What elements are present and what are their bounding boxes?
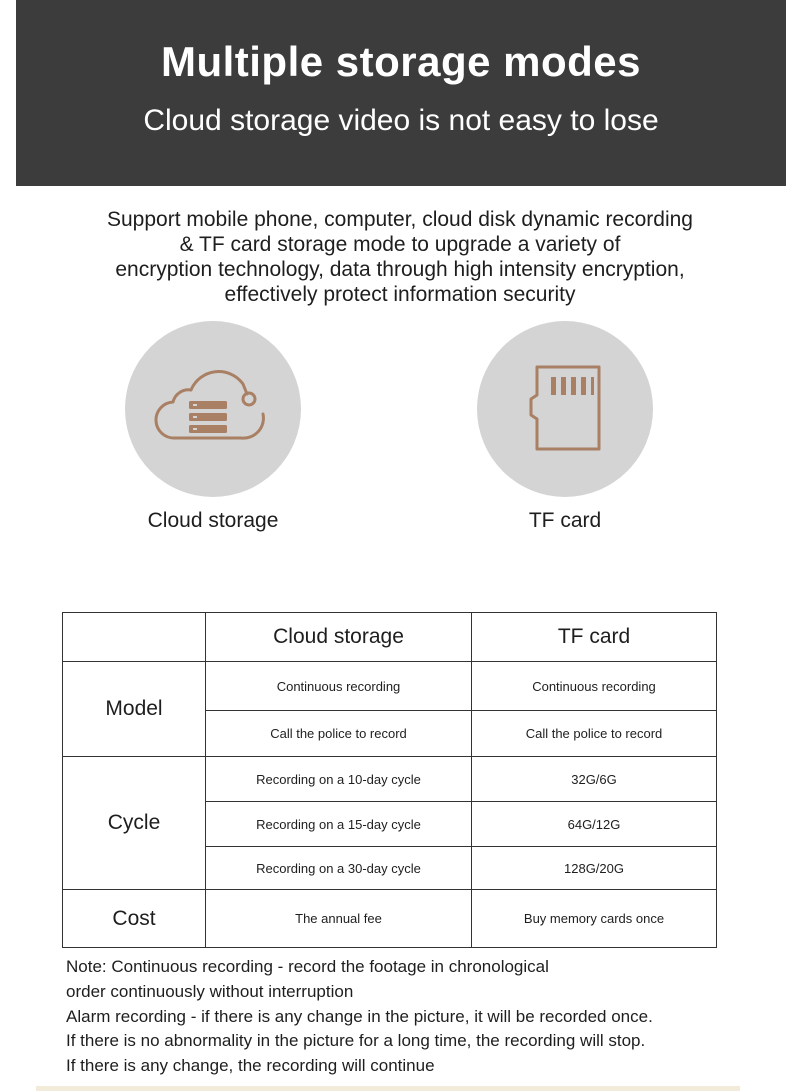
hero-banner: Multiple storage modes Cloud storage vid… xyxy=(16,0,786,186)
hero-title: Multiple storage modes xyxy=(160,38,642,85)
footnote-line: If there is any change, the recording wi… xyxy=(66,1056,435,1076)
table-row: Cycle Recording on a 10-day cycle 32G/6G xyxy=(62,756,717,890)
table-cell: The annual fee xyxy=(205,889,472,948)
table-cell: Recording on a 30-day cycle xyxy=(205,846,472,890)
table-row: Model Continuous recording Continuous re… xyxy=(62,661,717,757)
footnote-line: Note: Continuous recording - record the … xyxy=(66,957,549,976)
row-label-cycle: Cycle xyxy=(62,756,206,890)
tf-card-badge xyxy=(477,321,653,497)
cloud-storage-badge xyxy=(125,321,301,497)
intro-line: effectively protect information security xyxy=(224,283,576,306)
table-header-empty xyxy=(62,612,206,662)
row-label-model: Model xyxy=(62,661,206,757)
table-header-cloud: Cloud storage xyxy=(205,612,472,662)
table-header-tf: TF card xyxy=(471,612,717,662)
comparison-table: Cloud storage TF card Model Continuous r… xyxy=(62,612,717,948)
intro-line: & TF card storage mode to upgrade a vari… xyxy=(179,233,621,256)
hero-subtitle: Cloud storage video is not easy to lose xyxy=(143,104,659,137)
table-cell: Call the police to record xyxy=(471,710,717,757)
table-cell: 64G/12G xyxy=(471,801,717,847)
table-cell: Continuous recording xyxy=(205,661,472,711)
table-row: Recording on a 30-day cycle 128G/20G xyxy=(63,846,717,890)
cloud-storage-caption: Cloud storage xyxy=(147,509,279,532)
table-row: Cost The annual fee Buy memory cards onc… xyxy=(62,889,717,948)
bottom-divider xyxy=(36,1086,740,1091)
row-label-cost: Cost xyxy=(62,889,206,948)
intro-line: encryption technology, data through high… xyxy=(115,258,685,281)
footnote-line: If there is no abnormality in the pictur… xyxy=(66,1031,646,1051)
cloud-server-icon xyxy=(154,370,265,440)
footnote-line: Alarm recording - if there is any change… xyxy=(66,1006,653,1026)
footnote: Note: Continuous recording - record the … xyxy=(66,955,786,1079)
table-cell: Recording on a 10-day cycle xyxy=(205,756,472,802)
footnote-line: order continuously without interruption xyxy=(66,981,354,1001)
table-cell: Recording on a 15-day cycle xyxy=(205,801,472,847)
table-cell: Buy memory cards once xyxy=(471,889,717,948)
table-header-row: Cloud storage TF card xyxy=(62,612,717,662)
table-row: Call the police to record Call the polic… xyxy=(63,710,717,757)
table-cell: 32G/6G xyxy=(471,756,717,802)
tf-card-caption: TF card xyxy=(528,509,602,532)
sd-card-icon xyxy=(529,365,601,451)
table-cell: Continuous recording xyxy=(471,661,717,711)
intro-line: Support mobile phone, computer, cloud di… xyxy=(107,208,693,231)
intro-text: Support mobile phone, computer, cloud di… xyxy=(40,207,760,307)
table-cell: 128G/20G xyxy=(471,846,717,890)
table-cell: Call the police to record xyxy=(205,710,472,757)
table-row: Recording on a 15-day cycle 64G/12G xyxy=(63,801,717,847)
